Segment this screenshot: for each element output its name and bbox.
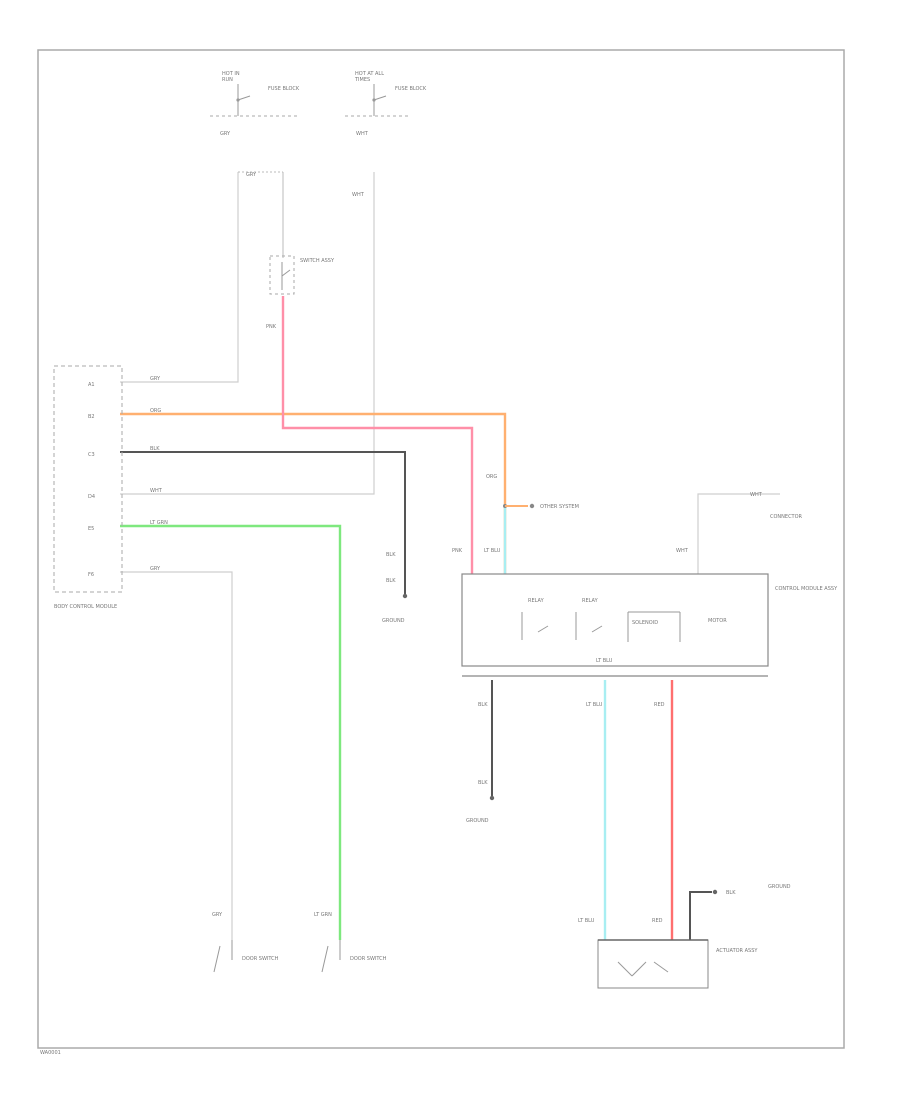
switch-assy: SWITCH ASSY [269,255,335,295]
wire-gray-3 [120,571,233,940]
fuse-hot-at-all-times: HOT AT ALL TIMES FUSE BLOCK [345,71,427,117]
wire-pink [281,296,474,574]
module-pin-4: D4 [88,494,95,500]
wire-gray-1 [120,172,239,383]
wire-label-gry-4: GRY [150,566,161,572]
module-pin-2: B2 [88,414,95,420]
wire-gray-4 [697,493,780,574]
door-switch-left: GRY DOOR SWITCH [212,912,279,973]
wire-label-wht-3: WHT [150,488,163,494]
wire-label-gry-5: GRY [212,912,223,918]
wire-label-gry-3: GRY [150,376,161,382]
door-switch-right: LT GRN DOOR SWITCH [314,912,387,973]
motor-element: MOTOR [708,618,727,624]
wire-label-lt-blu-2: LT BLU [596,658,613,664]
door-switch-right-label: DOOR SWITCH [350,956,387,962]
module-pin-6: F6 [88,572,94,578]
fuse-hot-in-run-line1: HOT IN [222,71,240,77]
control-module-assy: RELAY RELAY SOLENOID MOTOR CONTROL MODUL… [461,573,838,677]
wire-label-blk-6: BLK [726,890,736,896]
ground-left: BLK BLK GROUND [382,552,408,624]
door-switch-left-label: DOOR SWITCH [242,956,279,962]
fuse-hot-at-all-line1: HOT AT ALL [355,71,384,77]
actuator-label: ACTUATOR ASSY [716,948,758,954]
fuse-hot-in-run-label: FUSE BLOCK [268,86,300,92]
wire-label-wht-4: WHT [750,492,763,498]
wire-label-gry-1: GRY [220,131,231,137]
wire-label-wht-5: WHT [676,548,689,554]
wire-black-3 [689,891,712,940]
ground-left-label: GROUND [382,618,405,624]
diagram-frame [37,49,845,1049]
wire-label-blk-4: BLK [478,702,488,708]
ground-right-label: GROUND [768,884,791,890]
wire-label-lt-blu-1: LT BLU [484,548,501,554]
wire-label-lt-blu-3: LT BLU [586,702,603,708]
wire-label-org: ORG [150,408,161,414]
control-module-label: CONTROL MODULE ASSY [775,586,838,592]
wire-black [120,451,406,594]
fuse-hot-in-run-line2: RUN [222,77,233,83]
wire-label-wht-2: WHT [352,192,365,198]
relay-b: RELAY [575,598,603,640]
solenoid-element: SOLENOID [627,611,681,642]
wire-label-pnk-2: PNK [452,548,463,554]
relay-b-label: RELAY [582,598,599,604]
body-control-module: A1 B2 C3 D4 E5 F6 BODY CONTROL MODULE [53,365,123,610]
wire-label-lt-grn-1: LT GRN [150,520,168,526]
module-pin-5: E5 [88,526,94,532]
wire-label-blk-5: BLK [478,780,488,786]
wire-label-lt-blu-4: LT BLU [578,918,595,924]
ground-middle-label: GROUND [466,818,489,824]
wire-green [120,524,342,940]
relay-a: RELAY [521,598,549,640]
fuse-hot-at-all-label: FUSE BLOCK [395,86,427,92]
fuse-hot-at-all-line2: TIMES [354,77,370,83]
relay-a-label: RELAY [528,598,545,604]
ground-middle: BLK GROUND [466,780,495,824]
wire-gray-2 [120,172,375,495]
other-system-label: OTHER SYSTEM [540,504,579,510]
wire-label-red-2: RED [652,918,663,924]
wire-label-org-2: ORG [486,474,497,480]
wire-label-red-1: RED [654,702,665,708]
wire-label-pnk: PNK [266,324,277,330]
switch-assy-label: SWITCH ASSY [300,258,335,264]
splice-other-system: ORG OTHER SYSTEM [486,474,579,510]
wire-label-blk-3: BLK [386,578,396,584]
fuse-hot-in-run: HOT IN RUN FUSE BLOCK [210,71,300,117]
module-label: BODY CONTROL MODULE [54,604,117,610]
wire-label-wht-1: WHT [356,131,369,137]
wire-label-gry-2: GRY [246,172,257,178]
actuator-assy: LT BLU RED ACTUATOR ASSY [578,918,758,989]
wire-label-lt-grn-2: LT GRN [314,912,332,918]
diagram-footer-code: WA0001 [40,1050,61,1056]
solenoid-label: SOLENOID [632,620,658,626]
wire-label-blk-2: BLK [386,552,396,558]
connector-ref-label: CONNECTOR [770,514,803,520]
motor-label: MOTOR [708,618,727,624]
module-pin-1: A1 [88,382,95,388]
wire-label-blk-1: BLK [150,446,160,452]
ground-right: BLK GROUND [712,884,791,896]
module-pin-3: C3 [88,452,95,458]
